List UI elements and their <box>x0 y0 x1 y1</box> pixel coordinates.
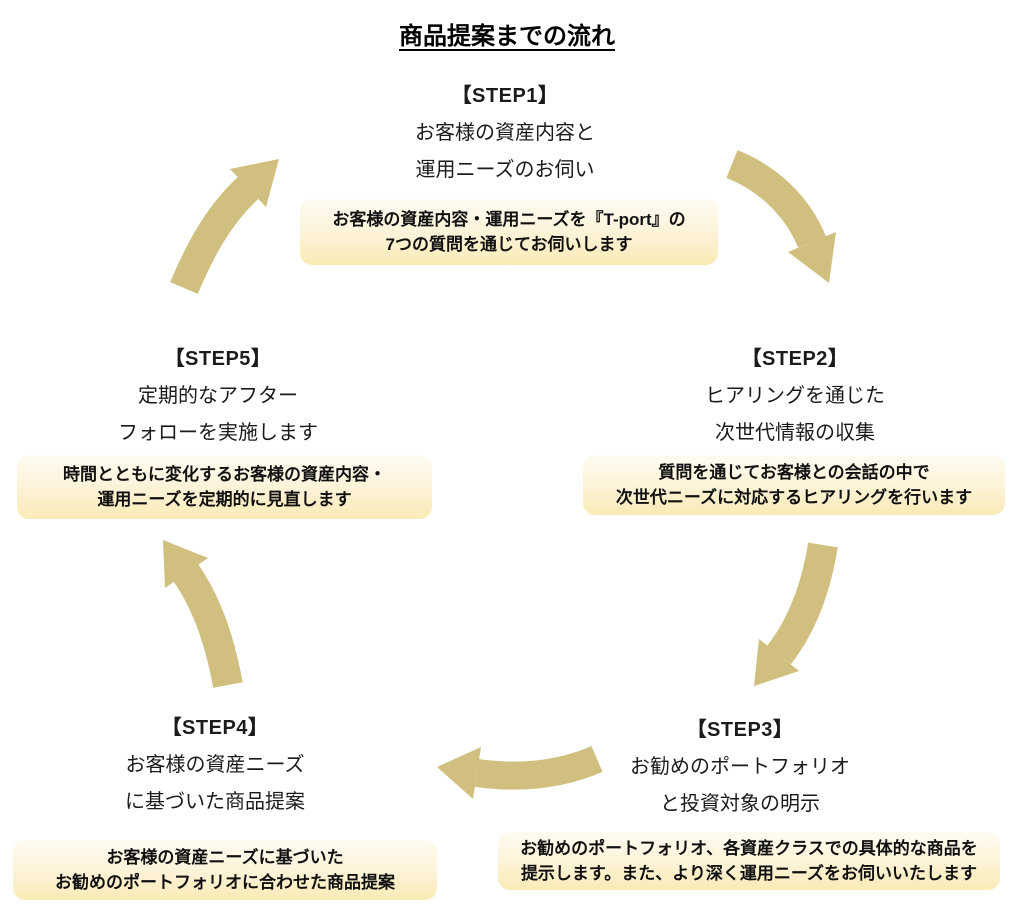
step4-note-line-2: お勧めのポートフォリオに合わせた商品提案 <box>55 873 395 892</box>
diagram-title: 商品提案までの流れ <box>399 23 615 50</box>
step2-line-2: 次世代情報の収集 <box>715 422 875 444</box>
step4-name: 【STEP4】 <box>161 717 269 739</box>
arrow-step2-to-step3 <box>754 542 838 686</box>
step3-note-line-1: お勧めのポートフォリオ、各資産クラスでの具体的な商品を <box>520 839 978 858</box>
step4-note-line-1: お客様の資産ニーズに基づいた <box>106 848 344 867</box>
step1-note-box: お客様の資産内容・運用ニーズを『T-port』の 7つの質問を通じてお伺いします <box>300 199 718 265</box>
step5-label-group: 【STEP5】 定期的なアフター フォローを実施します <box>58 341 378 452</box>
arrow-step4-to-step5 <box>163 540 243 688</box>
step5-line-1: 定期的なアフター <box>138 385 298 407</box>
step2-note-box: 質問を通じてお客様との会話の中で 次世代ニーズに対応するヒアリングを行います <box>583 455 1005 515</box>
step3-note-box: お勧めのポートフォリオ、各資産クラスでの具体的な商品を 提示します。また、より深… <box>498 832 1000 890</box>
step1-note-line-1: お客様の資産内容・運用ニーズを『T-port』の <box>332 210 686 229</box>
arrow-step1-to-step2 <box>726 150 836 283</box>
step2-note-line-2: 次世代ニーズに対応するヒアリングを行います <box>615 488 973 507</box>
step5-name: 【STEP5】 <box>164 348 272 370</box>
step3-line-2: と投資対象の明示 <box>660 793 820 815</box>
step1-label-group: 【STEP1】 お客様の資産内容と 運用ニーズのお伺い <box>345 78 665 189</box>
step3-note-line-2: 提示します。また、より深く運用ニーズをお伺いいたします <box>520 864 978 883</box>
arrow-step5-to-step1 <box>170 159 279 294</box>
step2-line-1: ヒアリングを通じた <box>705 385 885 407</box>
step4-note-box: お客様の資産ニーズに基づいた お勧めのポートフォリオに合わせた商品提案 <box>13 840 437 900</box>
step4-line-2: に基づいた商品提案 <box>125 791 305 813</box>
step1-line-1: お客様の資産内容と <box>415 122 595 144</box>
step3-label-group: 【STEP3】 お勧めのポートフォリオ と投資対象の明示 <box>580 712 900 823</box>
step2-note-line-1: 質問を通じてお客様との会話の中で <box>658 463 930 482</box>
step1-name: 【STEP1】 <box>451 85 559 107</box>
arrow-step3-to-step4 <box>437 746 603 799</box>
step5-note-line-2: 運用ニーズを定期的に見直します <box>97 490 352 509</box>
step2-label-group: 【STEP2】 ヒアリングを通じた 次世代情報の収集 <box>635 341 955 452</box>
step5-note-line-1: 時間とともに変化するお客様の資産内容・ <box>63 465 386 484</box>
step1-note-line-2: 7つの質問を通じてお伺いします <box>385 235 633 254</box>
step5-line-2: フォローを実施します <box>118 422 318 444</box>
step1-line-2: 運用ニーズのお伺い <box>415 159 595 181</box>
step2-name: 【STEP2】 <box>741 348 849 370</box>
step5-note-box: 時間とともに変化するお客様の資産内容・ 運用ニーズを定期的に見直します <box>17 455 432 519</box>
step3-name: 【STEP3】 <box>686 719 794 741</box>
step4-label-group: 【STEP4】 お客様の資産ニーズ に基づいた商品提案 <box>55 710 375 821</box>
step3-line-1: お勧めのポートフォリオ <box>630 756 850 778</box>
step4-line-1: お客様の資産ニーズ <box>125 754 305 776</box>
